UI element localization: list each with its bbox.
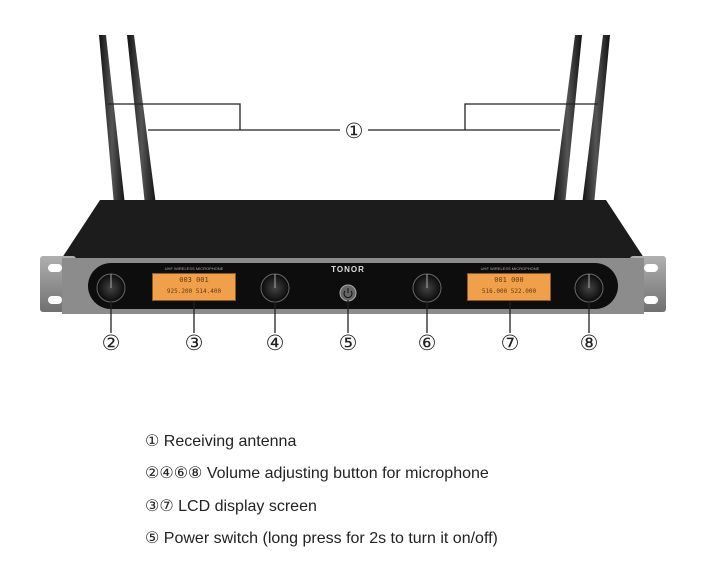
antenna-left-1 (99, 35, 125, 205)
power-button[interactable] (339, 284, 357, 302)
lcd-left-line2: 925.200 514.400 (166, 288, 222, 295)
antenna-left-2 (127, 35, 156, 205)
volume-knob-1[interactable] (96, 273, 126, 303)
lcd-right-line1: 001 000 (494, 276, 524, 284)
callout-7: ⑦ (500, 332, 520, 355)
callout-6: ⑥ (417, 332, 437, 355)
lcd-title-right: UHF WIRELESS MICROPHONE (480, 266, 540, 271)
callout-4: ④ (265, 332, 285, 355)
legend-text: Power switch (long press for 2s to turn … (163, 530, 498, 547)
lcd-left-line1: 003 001 (179, 276, 209, 284)
chassis-top (58, 200, 648, 264)
callout-8: ⑧ (579, 332, 599, 355)
volume-knob-4[interactable] (574, 273, 604, 303)
lcd-screen-right: 001 000 516.000 522.000 (467, 273, 551, 301)
component-callout-lines (110, 300, 590, 333)
legend-item-lcd: ③⑦ LCD display screen (145, 496, 317, 516)
callout-5: ⑤ (338, 332, 358, 355)
legend-item-volume: ②④⑥⑧ Volume adjusting button for microph… (145, 463, 489, 483)
brand-logo: TONOR (331, 265, 365, 274)
legend-text: Volume adjusting button for microphone (206, 465, 489, 482)
lcd-screen-left: 003 001 925.200 514.400 (152, 273, 236, 301)
legend-marks: ⑤ (145, 530, 160, 547)
callout-3: ③ (184, 332, 204, 355)
volume-knob-2[interactable] (260, 273, 290, 303)
legend-marks: ②④⑥⑧ (145, 465, 203, 482)
legend-item-power: ⑤ Power switch (long press for 2s to tur… (145, 528, 498, 548)
legend-marks: ① (145, 433, 160, 450)
lcd-title-left: UHF WIRELESS MICROPHONE (164, 266, 224, 271)
legend-text: Receiving antenna (163, 433, 297, 450)
legend-marks: ③⑦ (145, 498, 174, 515)
antenna-callout-lines (108, 103, 598, 131)
volume-knob-3[interactable] (412, 273, 442, 303)
lcd-right-line2: 516.000 522.000 (481, 288, 537, 295)
callout-2: ② (101, 332, 121, 355)
antenna-right-1 (553, 35, 582, 205)
callout-1: ① (342, 120, 366, 143)
legend-item-antenna: ① Receiving antenna (145, 431, 296, 451)
antenna-right-2 (582, 35, 610, 205)
legend-text: LCD display screen (178, 498, 317, 515)
